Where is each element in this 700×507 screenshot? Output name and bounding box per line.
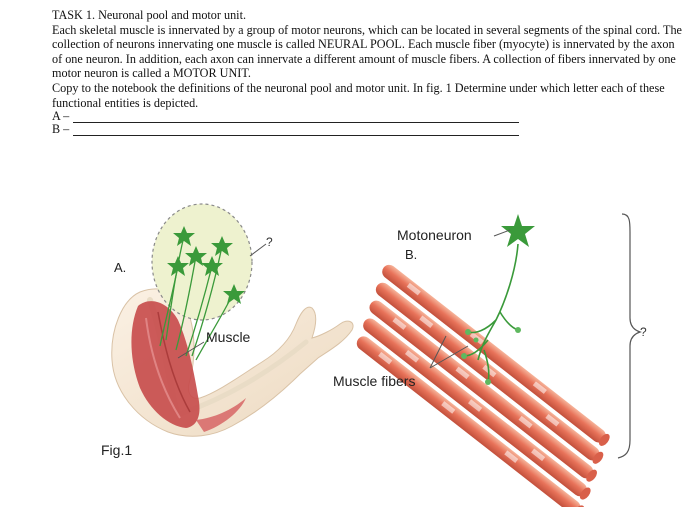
pool-neurons bbox=[167, 226, 245, 304]
panel-b-motor-unit: ? bbox=[356, 213, 647, 507]
pointer-line-muscle-fibers bbox=[429, 335, 469, 369]
label-b: B. bbox=[405, 247, 417, 262]
nerve-endings bbox=[461, 327, 521, 385]
figure-caption: Fig.1 bbox=[101, 442, 132, 458]
pool-neuron-icon bbox=[173, 226, 195, 246]
pool-neuron-icon bbox=[223, 284, 245, 304]
answer-a-label: A – bbox=[52, 108, 70, 123]
answer-a-blank[interactable] bbox=[73, 112, 520, 124]
label-a: A. bbox=[114, 260, 126, 275]
muscle-fiber bbox=[356, 336, 581, 507]
task-paragraph-1: Each skeletal muscle is innervated by a … bbox=[52, 22, 682, 81]
answer-line-a[interactable]: A – bbox=[52, 108, 682, 124]
task-title: TASK 1. Neuronal pool and motor unit. bbox=[52, 8, 246, 22]
bracket-motor-unit bbox=[617, 213, 642, 459]
label-motoneuron: Motoneuron bbox=[397, 227, 472, 243]
muscle-fiber-bundle bbox=[356, 264, 610, 507]
answer-b-blank[interactable] bbox=[73, 125, 520, 137]
muscle-fiber bbox=[382, 264, 606, 443]
pool-neuron-icon bbox=[201, 256, 223, 276]
forearm-muscle bbox=[196, 398, 246, 432]
task-paragraph-2: Copy to the notebook the definitions of … bbox=[52, 80, 665, 110]
pointer-line-a bbox=[249, 243, 267, 257]
panel-a-neuronal-pool: ? bbox=[111, 203, 354, 437]
answer-b-label: B – bbox=[52, 121, 70, 136]
motoneuron-icon bbox=[501, 214, 535, 247]
pointer-line-motoneuron bbox=[493, 229, 511, 237]
muscle-fiber bbox=[369, 300, 594, 479]
pool-axons bbox=[159, 235, 235, 361]
label-muscle: Muscle bbox=[206, 329, 251, 345]
pool-neuron-icon bbox=[185, 246, 207, 266]
task-text-block: TASK 1. Neuronal pool and motor unit. Ea… bbox=[52, 8, 682, 137]
pool-neuron-icon bbox=[211, 236, 233, 256]
question-mark-a: ? bbox=[266, 235, 273, 249]
label-muscle-fibers: Muscle fibers bbox=[333, 373, 415, 389]
pointer-line-muscle bbox=[177, 341, 205, 359]
answer-line-b[interactable]: B – bbox=[52, 121, 682, 137]
pool-neuron-icon bbox=[167, 256, 189, 276]
question-mark-b: ? bbox=[640, 325, 647, 339]
